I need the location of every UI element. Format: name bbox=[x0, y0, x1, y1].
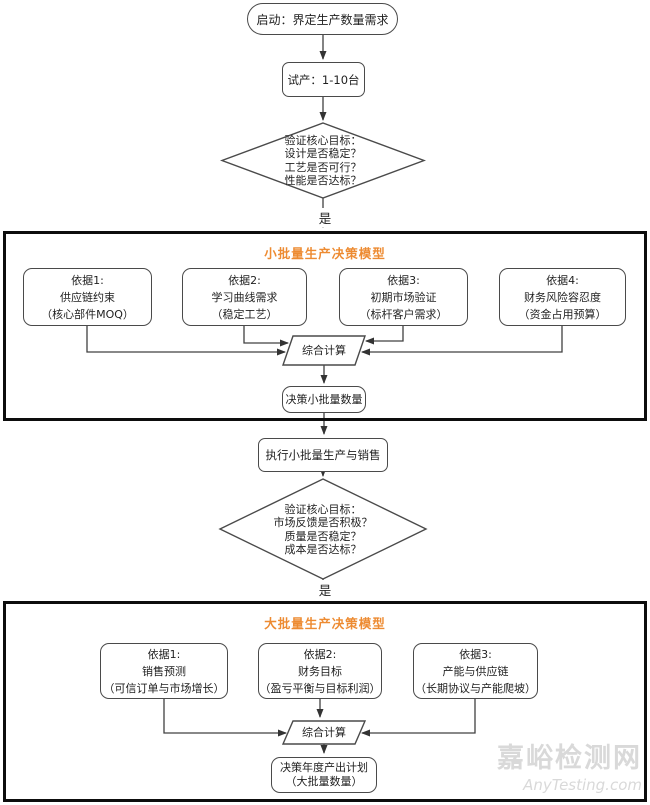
basis4-line: 财务风险容忍度 bbox=[524, 290, 601, 304]
basis1-line: （核心部件MOQ） bbox=[41, 307, 134, 321]
basis1-line: 供应链约束 bbox=[60, 290, 115, 304]
basis3-line: （标杆客户需求） bbox=[359, 307, 448, 321]
watermark-en: AnyTesting.com bbox=[523, 775, 642, 794]
connectors bbox=[86, 35, 563, 754]
execute-node: 执行小批量生产与销售 bbox=[258, 438, 388, 472]
basis2-line: 学习曲线需求 bbox=[211, 290, 278, 304]
basis7-line: （长期协议与产能爬坡） bbox=[415, 681, 536, 695]
execute-label: 执行小批量生产与销售 bbox=[265, 448, 381, 462]
basis5-node: 依据1: 销售预测 （可信订单与市场增长） bbox=[100, 643, 228, 699]
yes2-label: 是 bbox=[311, 580, 339, 599]
result2-line: （大批量数量） bbox=[285, 775, 363, 788]
large-batch-model-title: 大批量生产决策模型 bbox=[264, 616, 386, 631]
small-batch-model-title: 小批量生产决策模型 bbox=[264, 246, 386, 261]
connector-basis5-to-calc2 bbox=[163, 699, 287, 737]
basis2-line: （稳定工艺） bbox=[211, 307, 278, 321]
connector-basis7-to-calc2 bbox=[361, 699, 476, 737]
basis2-line: 依据2: bbox=[228, 273, 261, 287]
decision2-text: 验证核心目标： 市场反馈是否积极？ 质量是否稳定？ 成本是否达标？ bbox=[238, 503, 408, 557]
basis3-line: 初期市场验证 bbox=[370, 290, 437, 304]
connector-basis1-to-calc1 bbox=[86, 326, 286, 356]
result2-line: 决策年度产出计划 bbox=[280, 761, 368, 774]
connector-basis3-to-calc1 bbox=[365, 326, 404, 345]
basis1-line: 依据1: bbox=[71, 273, 104, 287]
basis6-node: 依据2: 财务目标 （盈亏平衡与目标利润） bbox=[258, 643, 382, 699]
decision1-line: 性能是否达标？ bbox=[284, 174, 362, 188]
basis4-line: （资金占用预算） bbox=[518, 307, 607, 321]
calc2-label: 综合计算 bbox=[302, 726, 346, 739]
decision2-line: 验证核心目标： bbox=[284, 503, 362, 516]
yes1-label: 是 bbox=[311, 208, 339, 227]
result1-label: 决策小批量数量 bbox=[285, 392, 363, 406]
trial-label: 试产：1-10台 bbox=[287, 72, 360, 87]
watermark: 嘉峪检测网 AnyTesting.com bbox=[497, 744, 642, 793]
decision2-diamond bbox=[218, 478, 428, 580]
decision1-line: 验证核心目标： bbox=[284, 134, 362, 147]
small-batch-model-frame: 小批量生产决策模型 bbox=[3, 231, 647, 421]
basis7-line: 依据3: bbox=[459, 647, 492, 661]
trial-node: 试产：1-10台 bbox=[282, 62, 365, 97]
start-label: 启动：界定生产数量需求 bbox=[256, 12, 389, 27]
basis6-line: 财务目标 bbox=[298, 664, 342, 678]
basis2-node: 依据2: 学习曲线需求 （稳定工艺） bbox=[182, 268, 307, 326]
start-node: 启动：界定生产数量需求 bbox=[247, 3, 398, 35]
connector-basis4-to-calc1 bbox=[361, 326, 563, 356]
basis5-line: （可信订单与市场增长） bbox=[103, 681, 225, 695]
decision1-text: 验证核心目标： 设计是否稳定？ 工艺是否可行？ 性能是否达标？ bbox=[243, 134, 403, 188]
basis4-line: 依据4: bbox=[546, 273, 579, 287]
calc1-label: 综合计算 bbox=[302, 344, 346, 357]
basis6-line: 依据2: bbox=[303, 647, 337, 661]
decision1-diamond bbox=[219, 122, 427, 199]
basis7-node: 依据3: 产能与供应链 （长期协议与产能爬坡） bbox=[413, 643, 538, 699]
decision1-line: 设计是否稳定？ bbox=[284, 147, 362, 161]
decision2-line: 质量是否稳定？ bbox=[284, 529, 362, 543]
basis1-node: 依据1: 供应链约束 （核心部件MOQ） bbox=[23, 268, 152, 326]
basis3-node: 依据3: 初期市场验证 （标杆客户需求） bbox=[339, 268, 468, 326]
decision1-line: 工艺是否可行？ bbox=[284, 160, 362, 174]
basis6-line: （盈亏平衡与目标利润） bbox=[259, 681, 381, 695]
basis5-line: 依据1: bbox=[147, 647, 181, 661]
basis5-line: 销售预测 bbox=[142, 664, 186, 678]
watermark-cn: 嘉峪检测网 bbox=[497, 742, 642, 774]
calc1-parallelogram bbox=[282, 335, 366, 366]
calc2-parallelogram bbox=[281, 720, 367, 745]
decision2-line: 市场反馈是否积极？ bbox=[273, 516, 373, 530]
large-batch-model-frame: 大批量生产决策模型 bbox=[3, 601, 647, 802]
basis3-line: 依据3: bbox=[387, 273, 420, 287]
decision2-line: 成本是否达标？ bbox=[284, 543, 362, 557]
result2-node: 决策年度产出计划 （大批量数量） bbox=[271, 757, 377, 793]
basis7-line: 产能与供应链 bbox=[442, 664, 509, 678]
basis4-node: 依据4: 财务风险容忍度 （资金占用预算） bbox=[499, 268, 626, 326]
result1-node: 决策小批量数量 bbox=[282, 386, 366, 413]
connector-basis2-to-calc1 bbox=[243, 326, 289, 347]
